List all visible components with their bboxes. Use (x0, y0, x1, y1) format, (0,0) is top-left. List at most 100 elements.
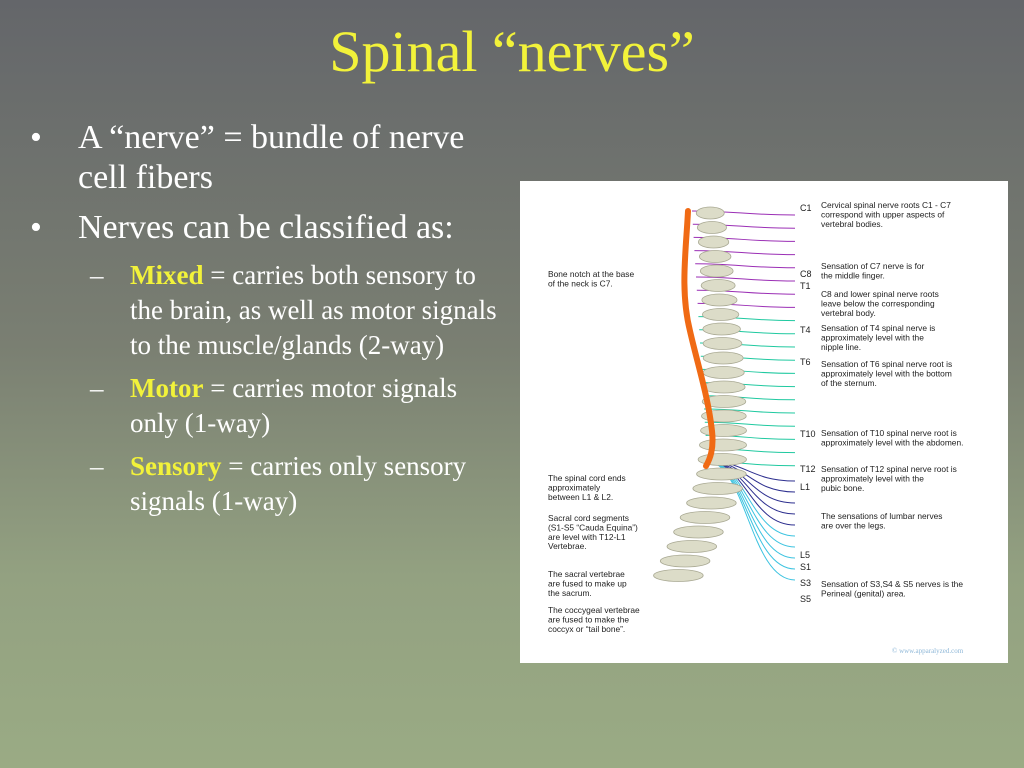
vertebra (673, 525, 724, 539)
bullet-text: A “nerve” = bundle of nerve cell fibers (78, 119, 465, 196)
bullet-item: • A “nerve” = bundle of nerve cell fiber… (30, 118, 510, 198)
vertebra (699, 264, 734, 278)
annotation-text: Sensation of T4 spinal nerve is (821, 323, 935, 333)
annotation-text: The sacral vertebrae (548, 569, 625, 579)
definition-sensory: = carries only sensory signals (1-way) (130, 451, 467, 516)
definition-mixed: = carries both sensory to the brain, as … (130, 260, 497, 360)
nerve-line (705, 460, 796, 504)
annotation-text: are fused to make the (548, 614, 629, 624)
sub-bullet-marker: – (90, 260, 104, 290)
slide-title: Spinal “nerves” (329, 19, 695, 84)
annotation-text: Cervical spinal nerve roots C1 - C7 (821, 200, 951, 210)
nerve-line (703, 408, 796, 414)
vertebral-column (653, 206, 748, 582)
annotation-text: leave below the corresponding (821, 298, 935, 308)
nerve-line (695, 263, 796, 269)
level-label: L5 (800, 550, 810, 560)
annotation-text: pubic bone. (821, 483, 864, 493)
level-label: T4 (800, 325, 811, 335)
annotation-text: approximately (548, 482, 601, 492)
annotation-text: vertebral bodies. (821, 219, 883, 229)
sub-bullet-sensory: – Sensory = carries only sensory signals… (30, 449, 510, 519)
vertebra (702, 366, 745, 379)
sub-bullet-motor: – Motor = carries motor signals only (1-… (30, 371, 510, 441)
vertebra (666, 540, 718, 553)
vertebra (659, 554, 711, 568)
nerve-line (694, 250, 796, 256)
vertebra (696, 467, 747, 481)
annotation-text: approximately level with the (821, 473, 924, 483)
annotation-text: vertebral body. (821, 308, 876, 318)
vertebra (700, 424, 747, 437)
annotation-text: are fused to make up (548, 578, 627, 588)
annotation-text: the middle finger. (821, 270, 885, 280)
vertebra (702, 380, 746, 394)
term-mixed: Mixed (130, 260, 204, 290)
annotation-text: approximately level with the abdomen. (821, 437, 963, 447)
annotation-text: Sensation of S3,S4 & S5 nerves is the (821, 579, 963, 589)
vertebra (702, 308, 740, 321)
bullet-list: • A “nerve” = bundle of nerve cell fiber… (30, 118, 510, 527)
bullet-text: Nerves can be classified as: (78, 209, 454, 246)
nerve-line (695, 276, 796, 282)
annotation-text: of the sternum. (821, 378, 877, 388)
level-label: C1 (800, 203, 812, 213)
nerve-line (705, 460, 796, 581)
copyright-text: © www.apparalyzed.com (892, 647, 964, 655)
level-label: L1 (800, 482, 810, 492)
annotation-text: between L1 & L2. (548, 492, 613, 502)
annotation-text: are over the legs. (821, 520, 886, 530)
annotation-text: are level with T12-L1 (548, 532, 626, 542)
vertebra (686, 496, 737, 510)
vertebra (698, 250, 732, 263)
term-sensory: Sensory (130, 451, 222, 481)
term-motor: Motor (130, 373, 204, 403)
vertebra (699, 438, 748, 452)
vertebra (695, 206, 725, 220)
vertebra (653, 569, 704, 582)
annotation-text: correspond with upper aspects of (821, 209, 945, 219)
vertebra (679, 511, 731, 524)
bullet-marker: • (30, 119, 42, 156)
annotation-text: Vertebrae. (548, 541, 587, 551)
annotation-text: Sacral cord segments (548, 513, 629, 523)
annotation-text: Sensation of T12 spinal nerve root is (821, 464, 957, 474)
annotation-text: The sensations of lumbar nerves (821, 511, 943, 521)
sub-bullet-marker: – (90, 451, 104, 481)
spinal-cord (681, 208, 716, 469)
sub-bullet-mixed: – Mixed = carries both sensory to the br… (30, 258, 510, 363)
annotation-text: of the neck is C7. (548, 278, 613, 288)
level-label: T10 (800, 429, 816, 439)
annotation-text: nipple line. (821, 342, 861, 352)
level-label: T1 (800, 281, 811, 291)
annotation-text: Bone notch at the base (548, 269, 634, 279)
annotation-text: the sacrum. (548, 588, 592, 598)
bullet-item: • Nerves can be classified as: (30, 208, 510, 248)
annotation-text: Perineal (genital) area. (821, 588, 906, 598)
sub-bullet-marker: – (90, 373, 104, 403)
definition-motor: = carries motor signals only (1-way) (130, 373, 458, 438)
vertebra (697, 235, 730, 249)
annotation-text: Sensation of T10 spinal nerve root is (821, 428, 957, 438)
annotation-text: (S1-S5 “Cauda Equina”) (548, 522, 638, 532)
level-label: S5 (800, 594, 811, 604)
vertebra (702, 322, 741, 336)
nerve-line (704, 421, 796, 427)
level-label: T12 (800, 464, 816, 474)
annotation-text: The coccygeal vertebrae (548, 605, 640, 615)
annotation-text: Sensation of C7 nerve is for (821, 261, 925, 271)
annotation-text: approximately level with the bottom (821, 368, 952, 378)
vertebra (701, 395, 747, 408)
level-label: S3 (800, 578, 811, 588)
annotation-text: coccyx or “tail bone”. (548, 624, 625, 634)
sub-bullet-list: – Mixed = carries both sensory to the br… (30, 258, 510, 519)
bullet-marker: • (30, 209, 42, 246)
vertebra (700, 279, 736, 292)
annotation-text: Sensation of T6 spinal nerve root is (821, 359, 952, 369)
annotation-text: C8 and lower spinal nerve roots (821, 289, 939, 299)
vertebra (692, 482, 743, 495)
